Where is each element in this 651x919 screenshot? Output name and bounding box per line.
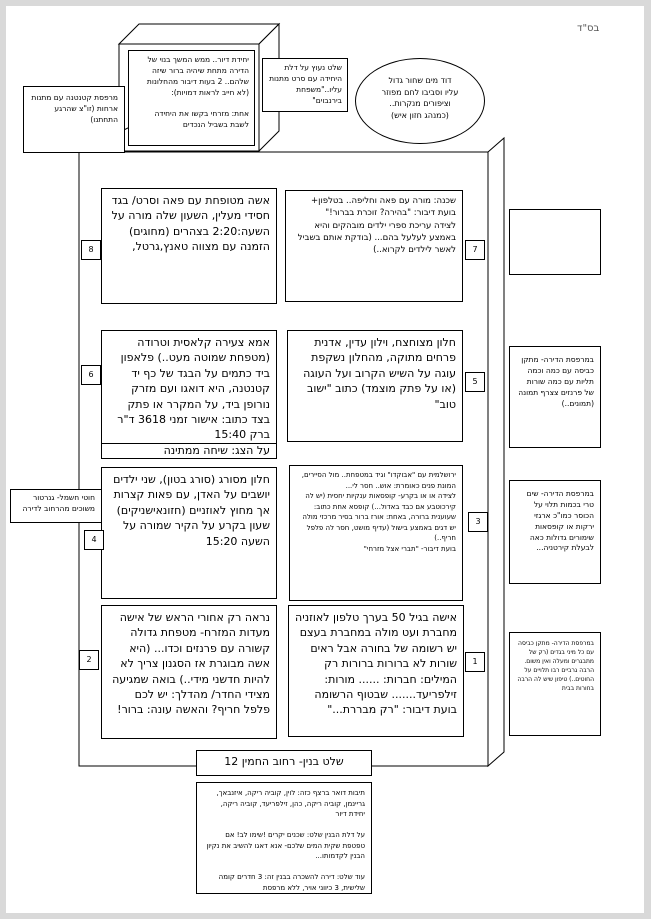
apartment-cell-8: אשה מטופחת עם פאה וסרט/ בגד חסידי מעלין,… <box>101 188 277 304</box>
apartment-cell-7: שכנה: מורה עם פאה וחליפה.. בטלפון+ בועת … <box>285 190 463 302</box>
cell-number-5: 5 <box>465 372 485 392</box>
page-mark: בס"ד <box>577 23 600 34</box>
cell-number-3: 3 <box>468 512 488 532</box>
building-street-sign: שלט בנין- רחוב החמין 12 <box>196 750 372 776</box>
right-empty-box <box>509 209 601 275</box>
apartment-cell-4: חלון מסורג (סורג בטון), שני ילדים יושבים… <box>101 467 277 599</box>
housing-unit-note: יחידת דיור.. ממש המשך בנוי של הדירה מתחת… <box>128 50 255 146</box>
apartment-cell-2: נראה רק אחורי הראש של אישה מעדות המזרח- … <box>101 605 277 739</box>
storyboard-page: בס"ד מרפסת קטנטנה עם מתנות ארחות (זו"צ ש… <box>6 6 644 913</box>
unit-box-top-face <box>117 23 281 45</box>
apartment-cell-6: אמא צעירה קלאסית וטרודה (מטפחת שמוטה מעט… <box>101 330 277 444</box>
apartment-cell-6-caption: על הצג: שיחה ממתינה <box>101 444 277 459</box>
balcony-gift-note: מרפסת קטנטנה עם מתנות ארחות (זו"צ שהרגע … <box>23 86 125 153</box>
cell-number-1: 1 <box>465 652 485 672</box>
cell-number-7: 7 <box>465 240 485 260</box>
cell-number-2: 2 <box>79 650 99 670</box>
building-side-face <box>487 136 505 768</box>
right-balcony-note-3: במרפסת הדירה- מתקן כביסה עם כל מיני בגדי… <box>509 632 601 736</box>
mailbox-and-signs-note: תיבות דואר ברצף כזה: לוין, קוביה ריקה, א… <box>196 782 372 894</box>
cell-number-4: 4 <box>84 530 104 550</box>
right-balcony-note-1: במרפסת הדירה- מתקן כביסה עם כמה וכמה תלי… <box>509 346 601 448</box>
right-balcony-note-2: במרפסת הדירה- שים טרי בכמות תלוי על הכוס… <box>509 480 601 584</box>
cell-number-8: 8 <box>81 240 101 260</box>
door-sign-note: שלט נעוץ על דלת היחידה עם סרט מתנות עליו… <box>262 58 348 112</box>
water-heater-oval: דוד מים שחור גדול עליו וסביבו לחם מפוזר … <box>355 58 485 144</box>
cell-number-6: 6 <box>81 365 101 385</box>
apartment-cell-3: ירושלמית עם "אבוקדו" וגיד במטפחת.. מול ה… <box>289 465 463 601</box>
apartment-cell-1: אישה בגיל 50 בערך טלפון לאוזניה מחברת וע… <box>288 605 464 737</box>
electric-wires-note: חוטי חשמל- גנרטור משוכים מהרחוב לדירה <box>10 489 102 523</box>
apartment-cell-5: חלון מצוחצח, וילון עדין, אדנית פרחים מתו… <box>287 330 463 442</box>
